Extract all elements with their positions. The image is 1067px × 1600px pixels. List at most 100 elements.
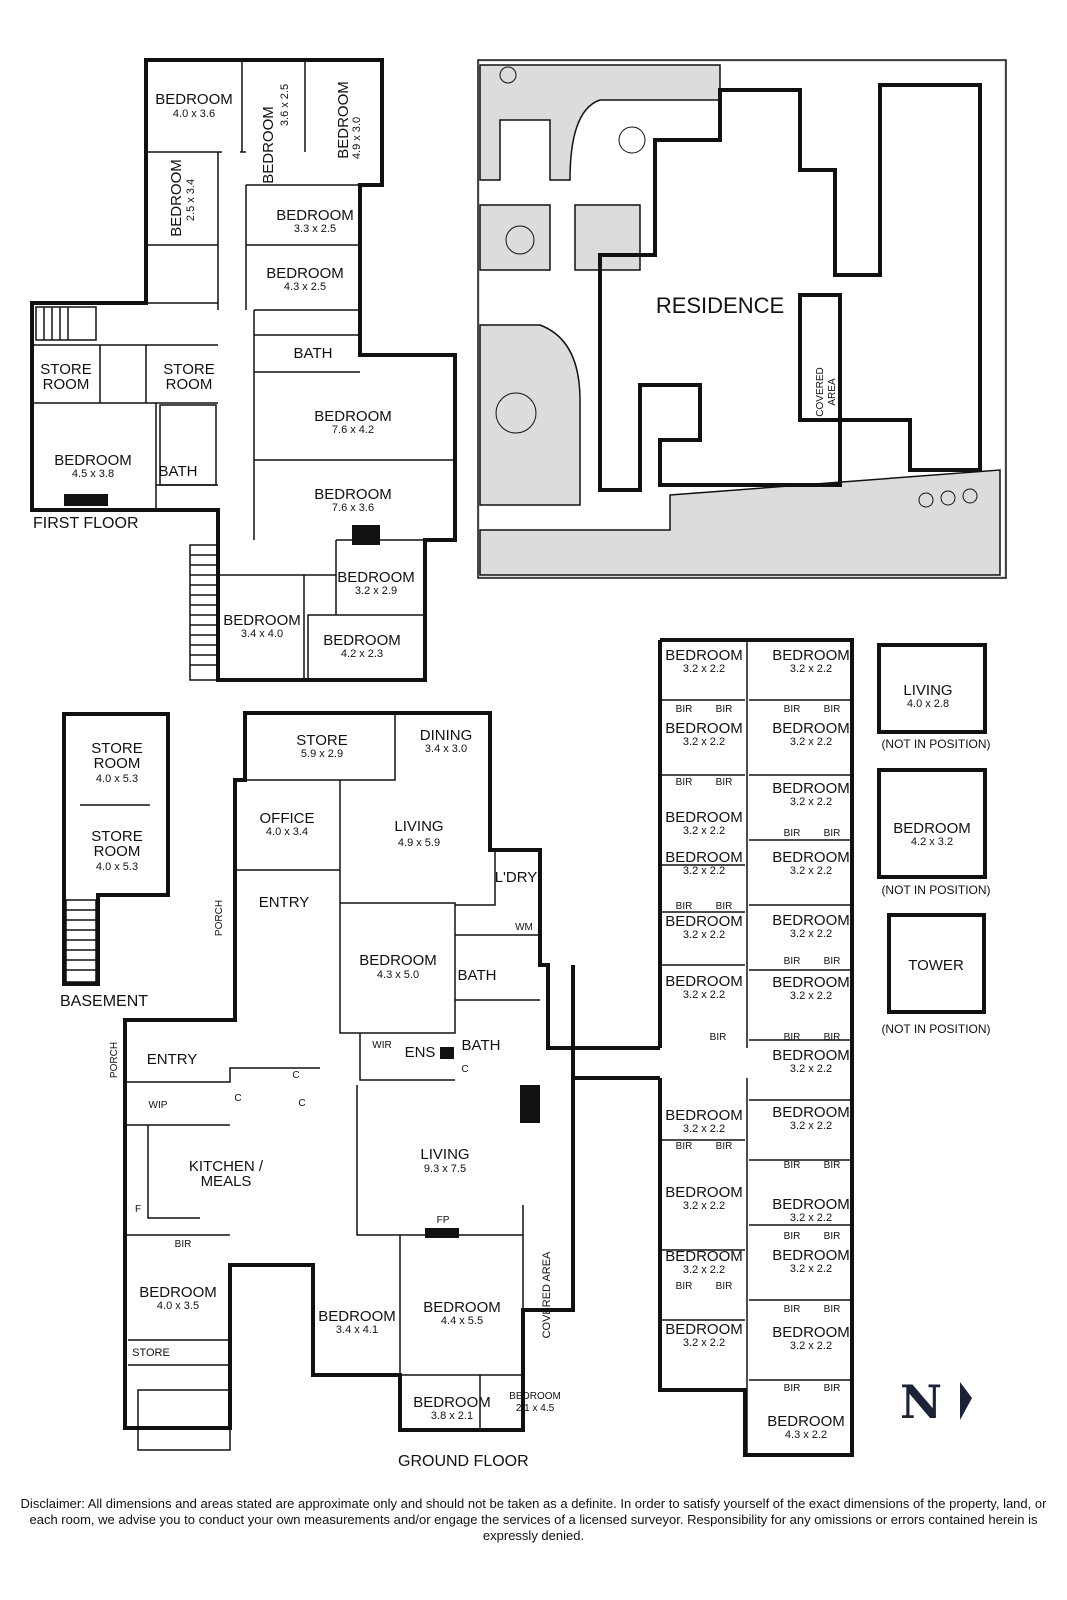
north-label: N <box>900 1375 942 1429</box>
first-floor-label: FIRST FLOOR <box>33 515 139 532</box>
wing-last-room-name: BEDROOM <box>767 1413 845 1430</box>
ff-room-15-dims: 3.4 x 4.0 <box>241 628 283 640</box>
wing-right-bedroom-10-name: BEDROOM <box>772 1247 850 1264</box>
wing-bir-21: BIR <box>716 1281 733 1292</box>
wing-bir-1: BIR <box>676 704 693 715</box>
gf-bed-38-name: BEDROOM <box>413 1394 491 1411</box>
gf-bed-40-name: BEDROOM <box>139 1284 217 1301</box>
wing-right-bedroom-9-dims: 3.2 x 2.2 <box>790 1212 832 1224</box>
ff-bath-1: BATH <box>294 345 333 362</box>
ff-room-3-dims: 4.9 x 3.0 <box>351 117 363 159</box>
wing-right-bedroom-11-name: BEDROOM <box>772 1324 850 1341</box>
wing-left-bedroom-8-dims: 3.2 x 2.2 <box>683 1200 725 1212</box>
ff-room-2-name: BEDROOM <box>260 106 277 184</box>
ff-room-1-dims: 4.0 x 3.6 <box>173 108 215 120</box>
basement-label: BASEMENT <box>60 993 148 1010</box>
disclaimer-text: Disclaimer: All dimensions and areas sta… <box>20 1496 1047 1543</box>
gf-bed-34-name: BEDROOM <box>318 1308 396 1325</box>
wing-left-bedroom-2-name: BEDROOM <box>665 720 743 737</box>
site-covered-line1: COVERED <box>815 367 826 416</box>
ff-room-4-name: BEDROOM <box>168 159 185 237</box>
wing-right-bedroom-3-dims: 3.2 x 2.2 <box>790 796 832 808</box>
gf-porch-2: PORCH <box>109 1042 120 1078</box>
gf-office-name: OFFICE <box>260 810 315 827</box>
gf-living1-dims: 4.9 x 5.9 <box>398 837 440 849</box>
wing-left-bedroom-8-name: BEDROOM <box>665 1184 743 1201</box>
wing-left-bedroom-6-dims: 3.2 x 2.2 <box>683 989 725 1001</box>
wing-bir-23: BIR <box>824 1231 841 1242</box>
ff-room-5-name: BEDROOM <box>276 207 354 224</box>
gf-bed-21-name: BEDROOM <box>509 1391 561 1402</box>
wing-bir-6: BIR <box>716 777 733 788</box>
gf-porch-1: PORCH <box>214 900 225 936</box>
gf-living2-dims: 9.3 x 7.5 <box>424 1163 466 1175</box>
ff-room-16-name: BEDROOM <box>323 632 401 649</box>
wing-right-bedroom-2-dims: 3.2 x 2.2 <box>790 736 832 748</box>
gf-mark-f: F <box>135 1204 141 1215</box>
gf-wir: WIR <box>372 1040 391 1051</box>
wing-left-bedroom-7-name: BEDROOM <box>665 1107 743 1124</box>
ff-room-16-dims: 4.2 x 2.3 <box>341 648 383 660</box>
wing-bir-4: BIR <box>824 704 841 715</box>
outbuilding-tower-name: TOWER <box>908 957 964 974</box>
wing-bir-9: BIR <box>676 901 693 912</box>
north-arrow: N <box>900 1375 972 1429</box>
wing-bir-2: BIR <box>716 704 733 715</box>
wing-left-bedroom-3-dims: 3.2 x 2.2 <box>683 825 725 837</box>
ff-room-12-dims: 7.6 x 4.2 <box>332 424 374 436</box>
ff-room-4-dims: 2.5 x 3.4 <box>185 179 197 221</box>
gf-living2-name: LIVING <box>420 1146 469 1163</box>
wing-left-bedroom-9-name: BEDROOM <box>665 1248 743 1265</box>
wing-bir-14: BIR <box>784 1032 801 1043</box>
wing-right-bedroom-4-name: BEDROOM <box>772 849 850 866</box>
gf-kitchen-line2: MEALS <box>201 1173 252 1190</box>
gf-bath-2: BATH <box>462 1037 501 1054</box>
wing-left-bedroom-1-dims: 3.2 x 2.2 <box>683 663 725 675</box>
ff-room-3-name: BEDROOM <box>335 81 352 159</box>
ff-room-14-name: BEDROOM <box>337 569 415 586</box>
outbuilding-living-dims: 4.0 x 2.8 <box>907 698 949 710</box>
ground-floor-plan: STORE 5.9 x 2.9 DINING 3.4 x 3.0 OFFICE … <box>109 711 575 1470</box>
wing-left-bedroom-2-dims: 3.2 x 2.2 <box>683 736 725 748</box>
gf-dining-dims: 3.4 x 3.0 <box>425 743 467 755</box>
wing-left-bedroom-10-dims: 3.2 x 2.2 <box>683 1337 725 1349</box>
outbuilding-living-name: LIVING <box>903 682 952 699</box>
wing-bir-18: BIR <box>784 1160 801 1171</box>
outbuildings: LIVING 4.0 x 2.8 (NOT IN POSITION) BEDRO… <box>877 643 991 1036</box>
wing-left-bedroom-9-dims: 3.2 x 2.2 <box>683 1264 725 1276</box>
gf-bed-38-dims: 3.8 x 2.1 <box>431 1410 473 1422</box>
wing-right-bedroom-1-name: BEDROOM <box>772 647 850 664</box>
wing-right-bedroom-8-dims: 3.2 x 2.2 <box>790 1120 832 1132</box>
ff-room-5-dims: 3.3 x 2.5 <box>294 223 336 235</box>
outbuilding-bedroom-dims: 4.2 x 3.2 <box>911 836 953 848</box>
north-arrow-icon <box>960 1382 972 1420</box>
gf-wip: WIP <box>149 1100 168 1111</box>
gf-store-dims: 5.9 x 2.9 <box>301 748 343 760</box>
gf-store-name: STORE <box>296 732 347 749</box>
wing-right-bedroom-2-name: BEDROOM <box>772 720 850 737</box>
wing-bir-15: BIR <box>824 1032 841 1043</box>
wing-right-bedroom-4-dims: 3.2 x 2.2 <box>790 865 832 877</box>
wing-left-bedroom-6-name: BEDROOM <box>665 973 743 990</box>
wing-right-bedroom-9-name: BEDROOM <box>772 1196 850 1213</box>
wing-left-bedroom-1-name: BEDROOM <box>665 647 743 664</box>
wing-right-bedroom-5-name: BEDROOM <box>772 912 850 929</box>
site-plan: RESIDENCE COVERED AREA <box>477 59 1007 579</box>
wing-bir-27: BIR <box>824 1383 841 1394</box>
ff-room-6-dims: 4.3 x 2.5 <box>284 281 326 293</box>
wing-right-bedroom-7-dims: 3.2 x 2.2 <box>790 1063 832 1075</box>
ground-floor-label: GROUND FLOOR <box>398 1453 529 1470</box>
gf-covered-area: COVERED AREA <box>541 1251 553 1338</box>
wing-bir-25: BIR <box>824 1304 841 1315</box>
basement-room-2-dims: 4.0 x 5.3 <box>96 861 138 873</box>
wing-bir-26: BIR <box>784 1383 801 1394</box>
gf-bir: BIR <box>175 1239 192 1250</box>
gf-fireplace: FP <box>437 1215 450 1226</box>
wing-bir-11: BIR <box>784 956 801 967</box>
gf-bed-44-name: BEDROOM <box>423 1299 501 1316</box>
gf-bedroom-main-dims: 4.3 x 5.0 <box>377 969 419 981</box>
